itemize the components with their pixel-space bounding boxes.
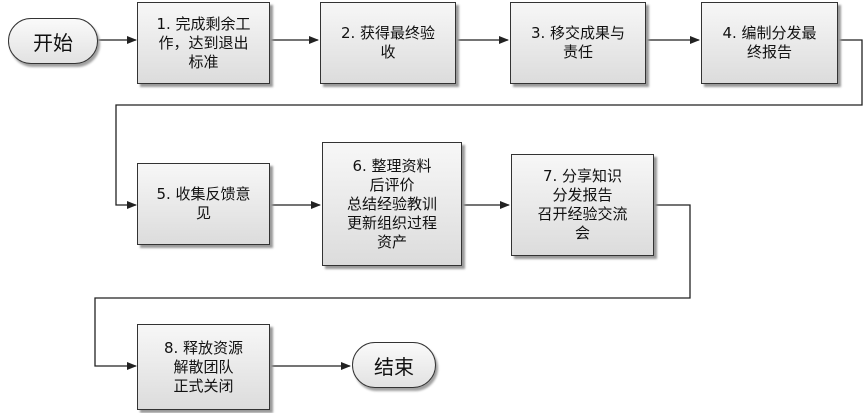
step-6-label: 6. 整理资料 后评价 总结经验教训 更新组织过程 资产 [346,156,437,251]
step-2-label: 2. 获得最终验 收 [340,24,436,61]
start-label: 开始 [33,30,73,55]
step-1-box: 1. 完成剩余工 作，达到退出 标准 [137,2,270,84]
step-8-label: 8. 释放资源 解散团队 正式关闭 [163,338,244,395]
arrow-step-7-to-step-8 [94,204,691,370]
step-8-box: 8. 释放资源 解散团队 正式关闭 [137,324,270,410]
end-terminal: 结束 [352,342,436,388]
arrow-step-4-to-step-5 [115,39,863,209]
step-3-label: 3. 移交成果与 责任 [530,24,626,61]
step-4-label: 4. 编制分发最 终报告 [722,24,817,61]
end-label: 结束 [374,354,414,379]
step-7-label: 7. 分享知识 分发报告 召开经验交流 会 [537,167,628,242]
step-5-box: 5. 收集反馈意 见 [137,163,270,245]
step-5-label: 5. 收集反馈意 见 [156,185,251,222]
start-terminal: 开始 [8,18,98,64]
step-1-label: 1. 完成剩余工 作，达到退出 标准 [156,14,251,71]
step-7-box: 7. 分享知识 分发报告 召开经验交流 会 [511,154,654,256]
step-6-box: 6. 整理资料 后评价 总结经验教训 更新组织过程 资产 [322,142,462,266]
step-2-box: 2. 获得最终验 收 [320,2,456,84]
step-3-box: 3. 移交成果与 责任 [510,2,646,84]
step-4-box: 4. 编制分发最 终报告 [701,2,838,84]
